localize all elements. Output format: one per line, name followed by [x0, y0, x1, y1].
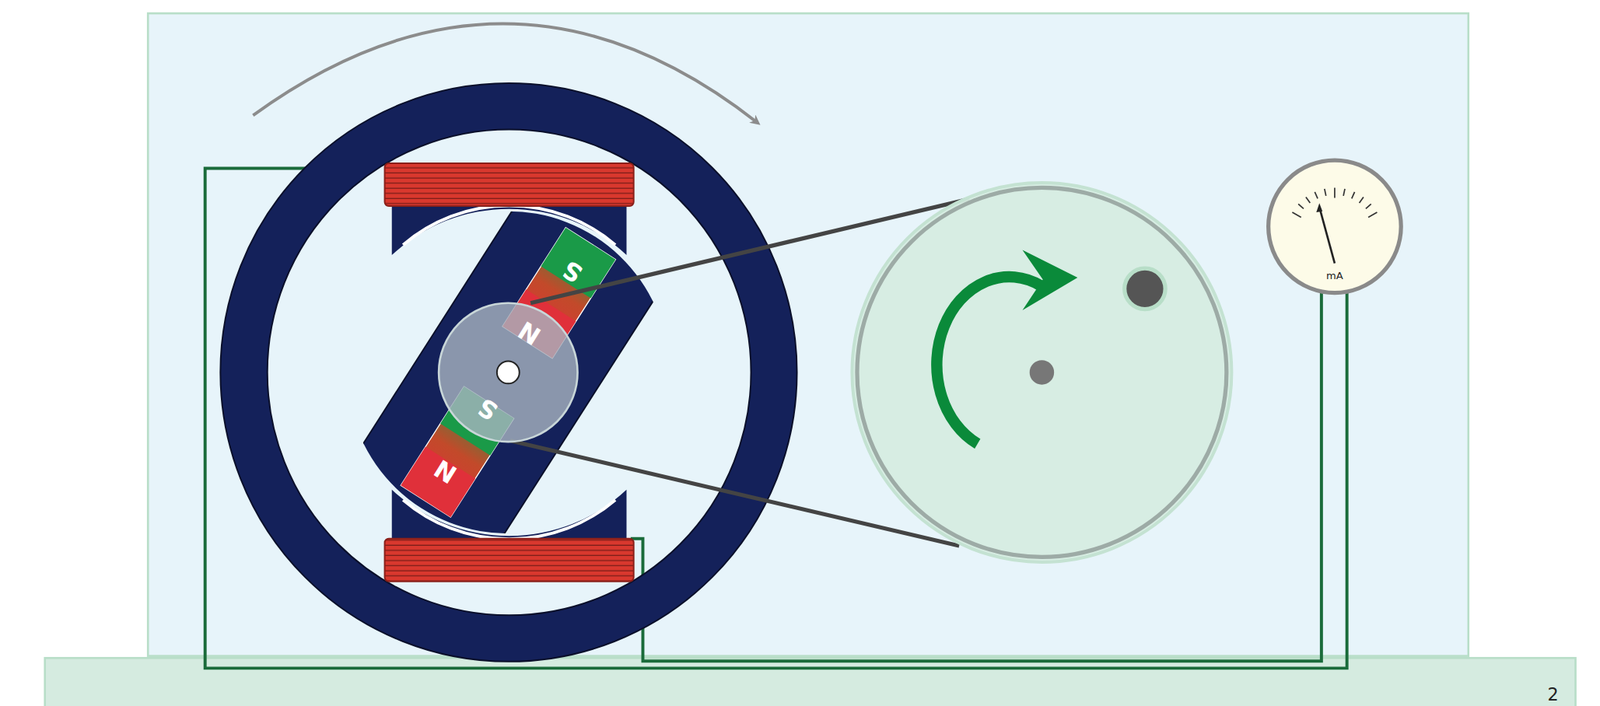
meter-tick	[1359, 197, 1364, 204]
meter-tick	[1343, 189, 1345, 197]
meter-tick	[1351, 192, 1355, 199]
meter-tick	[1333, 187, 1336, 198]
meter-tick	[1305, 197, 1310, 204]
meter-tick	[1298, 203, 1304, 209]
meter-tick	[1365, 203, 1372, 209]
meter-unit: mA	[1326, 270, 1344, 281]
meter-tick	[1368, 212, 1377, 218]
meter-tick	[1291, 212, 1301, 218]
page-number: 2	[1547, 686, 1559, 704]
meter-tick	[1314, 192, 1318, 199]
meter-tick	[1324, 189, 1327, 197]
